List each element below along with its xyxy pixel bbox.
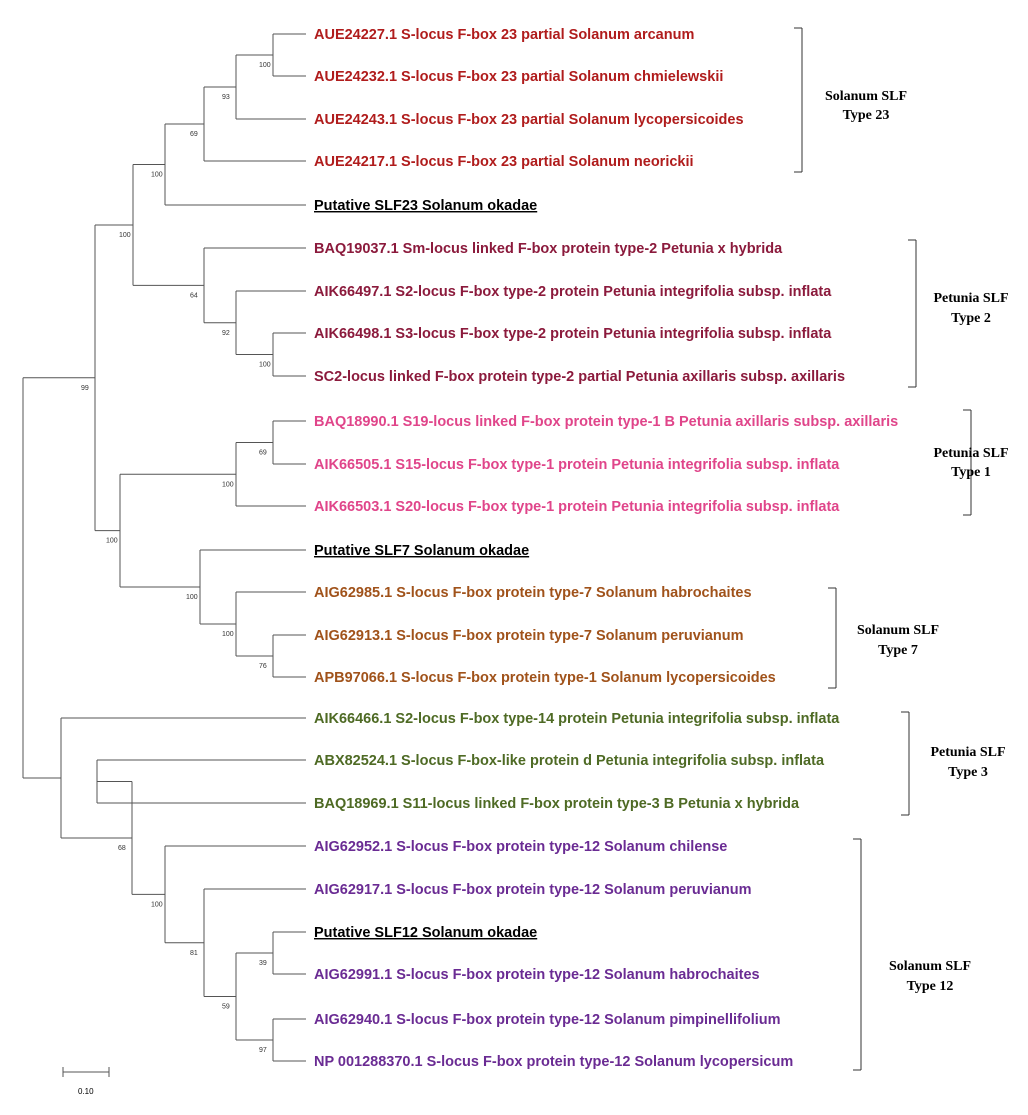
group-label-line1: Solanum SLF [825, 89, 907, 104]
group-label-line1: Petunia SLF [933, 291, 1008, 306]
putative-taxon-label: Putative SLF7 Solanum okadae [314, 543, 529, 559]
group-label-line2: Type 2 [951, 311, 991, 326]
taxon-label: AIG62985.1 S-locus F-box protein type-7 … [314, 585, 752, 601]
group-label-line2: Type 3 [948, 765, 988, 780]
group-label-line1: Solanum SLF [889, 959, 971, 974]
bootstrap-value: 68 [118, 845, 126, 852]
taxon-label: AIK66503.1 S20-locus F-box type-1 protei… [314, 499, 840, 515]
taxon-label: AUE24227.1 S-locus F-box 23 partial Sola… [314, 27, 694, 43]
scale-bar-label: 0.10 [78, 1087, 94, 1096]
scale-bar: 0.10 [62, 1067, 110, 1096]
taxon-label: NP 001288370.1 S-locus F-box protein typ… [314, 1054, 793, 1070]
bootstrap-value: 100 [222, 481, 234, 488]
taxon-label: ABX82524.1 S-locus F-box-like protein d … [314, 753, 825, 769]
group-label-line2: Type 1 [951, 465, 991, 480]
bootstrap-value: 97 [259, 1047, 267, 1054]
bootstrap-value: 99 [81, 385, 89, 392]
bootstrap-value: 100 [151, 901, 163, 908]
bootstrap-value: 39 [259, 960, 267, 967]
bootstrap-value: 69 [259, 450, 267, 457]
putative-taxon-label: Putative SLF12 Solanum okadae [314, 925, 537, 941]
taxon-label: AIK66466.1 S2-locus F-box type-14 protei… [314, 711, 840, 727]
bootstrap-value: 100 [259, 62, 271, 69]
putative-taxon-label: Putative SLF23 Solanum okadae [314, 198, 537, 214]
taxon-label: BAQ18969.1 S11-locus linked F-box protei… [314, 796, 800, 812]
taxon-label: AIK66497.1 S2-locus F-box type-2 protein… [314, 284, 832, 300]
tree-branches [22, 33, 306, 1062]
bootstrap-value: 93 [222, 94, 230, 101]
bootstrap-value: 92 [222, 330, 230, 337]
taxon-label: AUE24232.1 S-locus F-box 23 partial Sola… [314, 69, 723, 85]
bootstrap-value: 64 [190, 292, 198, 299]
taxon-label: AIK66498.1 S3-locus F-box type-2 protein… [314, 326, 832, 342]
taxon-label: BAQ18990.1 S19-locus linked F-box protei… [314, 414, 898, 430]
group-label-line2: Type 12 [907, 979, 954, 994]
group-brackets: Solanum SLF Type 23 Petunia SLF Type 2 Petun… [794, 27, 1009, 1071]
group-label-line1: Petunia SLF [930, 745, 1005, 760]
bootstrap-value: 100 [222, 631, 234, 638]
taxon-label: AUE24243.1 S-locus F-box 23 partial Sola… [314, 112, 744, 128]
bootstrap-value: 76 [259, 663, 267, 670]
taxon-label: AIG62917.1 S-locus F-box protein type-12… [314, 882, 752, 898]
taxon-label: AIG62940.1 S-locus F-box protein type-12… [314, 1012, 781, 1028]
group-label-line1: Petunia SLF [933, 446, 1008, 461]
taxon-label: BAQ19037.1 Sm-locus linked F-box protein… [314, 241, 783, 257]
group-label-line1: Solanum SLF [857, 623, 939, 638]
taxon-label: AIK66505.1 S15-locus F-box type-1 protei… [314, 457, 840, 473]
bootstrap-value: 100 [106, 538, 118, 545]
bootstrap-value: 81 [190, 950, 198, 957]
taxon-label: AIG62991.1 S-locus F-box protein type-12… [314, 967, 760, 983]
group-label-line2: Type 7 [878, 643, 918, 658]
bootstrap-value: 100 [186, 594, 198, 601]
bootstrap-value: 100 [259, 362, 271, 369]
bootstrap-value: 100 [119, 232, 131, 239]
group-label-line2: Type 23 [843, 108, 890, 123]
taxon-label: AIG62913.1 S-locus F-box protein type-7 … [314, 628, 743, 644]
taxon-labels: AUE24227.1 S-locus F-box 23 partial Sola… [314, 27, 898, 1070]
taxon-label: AUE24217.1 S-locus F-box 23 partial Sola… [314, 154, 694, 170]
taxon-label: SC2-locus linked F-box protein type-2 pa… [314, 369, 845, 385]
taxon-label: APB97066.1 S-locus F-box protein type-1 … [314, 670, 776, 686]
bootstrap-value: 59 [222, 1004, 230, 1011]
bootstrap-values: 100 93 69 100 100 92 64 100 69 100 76 100 100 100 99 39… [81, 62, 271, 1054]
taxon-label: AIG62952.1 S-locus F-box protein type-12… [314, 839, 727, 855]
bootstrap-value: 69 [190, 131, 198, 138]
bootstrap-value: 100 [151, 172, 163, 179]
